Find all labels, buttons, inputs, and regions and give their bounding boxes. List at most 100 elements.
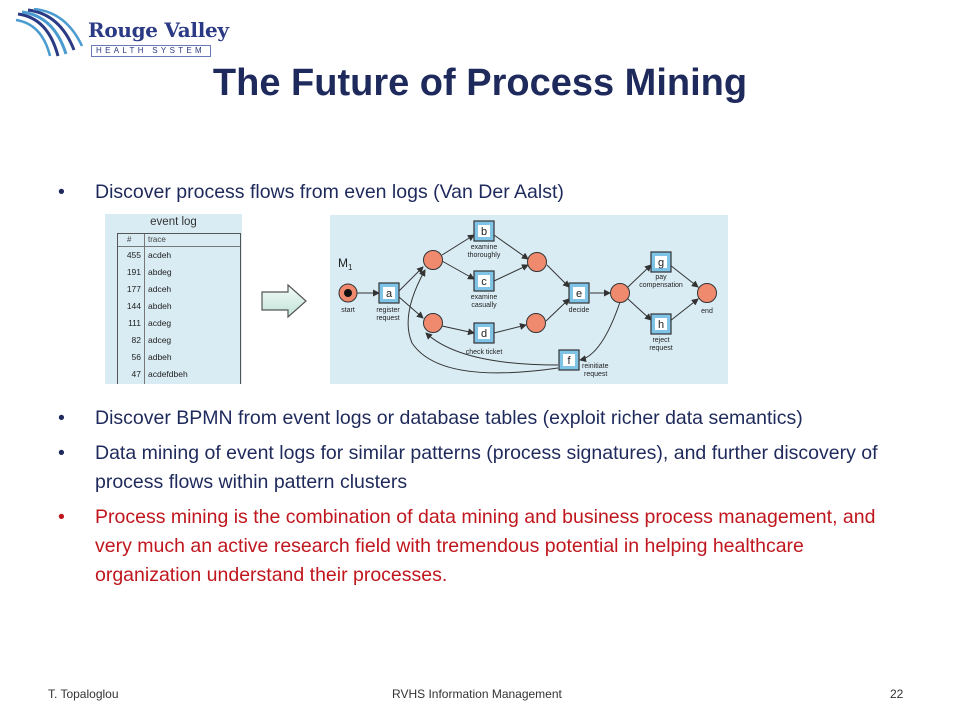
bullet-list-top: Discover process flows from even logs (V… xyxy=(58,178,898,207)
trace-value: abdeg xyxy=(148,267,172,277)
table-row: 82 adceg xyxy=(118,332,240,349)
bullet-item: Discover BPMN from event logs or databas… xyxy=(58,404,898,433)
bullet-item-highlight: Process mining is the combination of dat… xyxy=(58,503,898,590)
table-row: 455 acdeh xyxy=(118,247,240,264)
transition-letter: g xyxy=(658,257,664,269)
process-model-figure: M1 start end a b c d e f g h register re… xyxy=(330,215,728,384)
transition-letter: b xyxy=(481,226,487,238)
place xyxy=(423,250,443,270)
right-arrow-icon xyxy=(261,283,307,319)
places xyxy=(338,250,717,333)
transition-label: check ticket xyxy=(466,349,503,356)
table-row: 191 abdeg xyxy=(118,264,240,281)
slide-title: The Future of Process Mining xyxy=(212,62,748,104)
column-divider xyxy=(144,234,145,384)
bullet-list-bottom: Discover BPMN from event logs or databas… xyxy=(58,404,898,596)
arc xyxy=(493,234,529,260)
trace-value: adceg xyxy=(148,335,172,345)
trace-value: acdeg xyxy=(148,318,172,328)
place xyxy=(423,313,443,333)
arc xyxy=(441,325,475,336)
bullet-item: Discover process flows from even logs (V… xyxy=(58,178,898,207)
transition-label: pay xyxy=(655,274,667,281)
token-icon xyxy=(344,289,352,297)
transition-letter: c xyxy=(481,276,487,288)
arc xyxy=(546,264,570,288)
transition-label: thoroughly xyxy=(468,252,501,259)
transition-label: request xyxy=(584,371,607,378)
trace-value: acdefdbeh xyxy=(148,369,188,379)
transition-letter: a xyxy=(386,288,393,300)
transition-letter: f xyxy=(567,355,571,367)
transition-label: request xyxy=(376,315,399,322)
transition-label: examine xyxy=(471,294,498,301)
logo-subtitle: HEALTH SYSTEM xyxy=(91,45,211,57)
end-place xyxy=(697,283,717,303)
transition-inner xyxy=(478,275,490,287)
trace-count: 82 xyxy=(131,335,141,345)
trace-value: adbeh xyxy=(148,352,172,362)
transition-label: register xyxy=(376,307,400,314)
arc xyxy=(545,298,570,322)
trace-count: 191 xyxy=(126,267,141,277)
trace-count: 177 xyxy=(126,284,141,294)
footer-center: RVHS Information Management xyxy=(392,687,562,701)
transitions xyxy=(378,220,672,371)
transition-label: reject xyxy=(652,337,669,344)
trace-count: 455 xyxy=(126,250,141,260)
count-header: # xyxy=(127,235,132,244)
place xyxy=(610,283,630,303)
trace-value: adceh xyxy=(148,284,172,294)
place xyxy=(527,252,547,272)
transition-label: decide xyxy=(569,307,590,314)
logo-name: Rouge Valley xyxy=(88,18,229,42)
event-log-figure: event log # trace 455 acdeh 191 abdeg 177 a… xyxy=(105,214,242,384)
diagram-labels: M1 start end a b c d e f g h register re… xyxy=(338,226,713,378)
trace-header: trace xyxy=(148,235,166,244)
arc xyxy=(407,269,559,374)
transition-inner xyxy=(383,287,395,299)
end-label: end xyxy=(701,308,713,315)
table-row: 177 adceh xyxy=(118,281,240,298)
transition-label: request xyxy=(649,345,672,352)
arcs xyxy=(357,234,699,374)
arc xyxy=(441,234,475,256)
arc xyxy=(669,298,699,322)
trace-value: acdeh xyxy=(148,250,172,260)
transition-inner xyxy=(478,225,490,237)
transition-letter: d xyxy=(481,328,487,340)
event-log-caption: event log xyxy=(150,216,197,228)
bullet-item: Data mining of event logs for similar pa… xyxy=(58,439,898,497)
place xyxy=(526,313,546,333)
arc xyxy=(579,301,621,363)
rouge-valley-logo: Rouge Valley HEALTH SYSTEM xyxy=(14,8,229,60)
transition-letter: h xyxy=(658,319,664,331)
model-label: M1 xyxy=(338,256,353,272)
arc xyxy=(669,264,699,288)
page-number: 22 xyxy=(890,687,904,701)
transition-label: reinitiate xyxy=(582,363,609,370)
event-log-header: # trace xyxy=(118,234,240,247)
table-row: 47 acdefdbeh xyxy=(118,366,240,383)
trace-count: 144 xyxy=(126,301,141,311)
transition-inner xyxy=(573,287,585,299)
transition-inner xyxy=(563,354,575,366)
arc xyxy=(627,264,652,288)
trace-count: 47 xyxy=(131,369,141,379)
transition-label: compensation xyxy=(639,282,683,289)
transition-label: casually xyxy=(471,302,497,309)
transition-label: examine xyxy=(471,244,498,251)
arc xyxy=(441,260,475,280)
arc xyxy=(398,296,424,319)
arc xyxy=(627,298,652,321)
arc xyxy=(493,264,529,282)
transition-inner xyxy=(478,327,490,339)
transition-inner xyxy=(655,256,667,268)
arc xyxy=(493,323,527,334)
petri-net-diagram: M1 start end a b c d e f g h register re… xyxy=(338,220,717,378)
arc xyxy=(398,266,424,292)
